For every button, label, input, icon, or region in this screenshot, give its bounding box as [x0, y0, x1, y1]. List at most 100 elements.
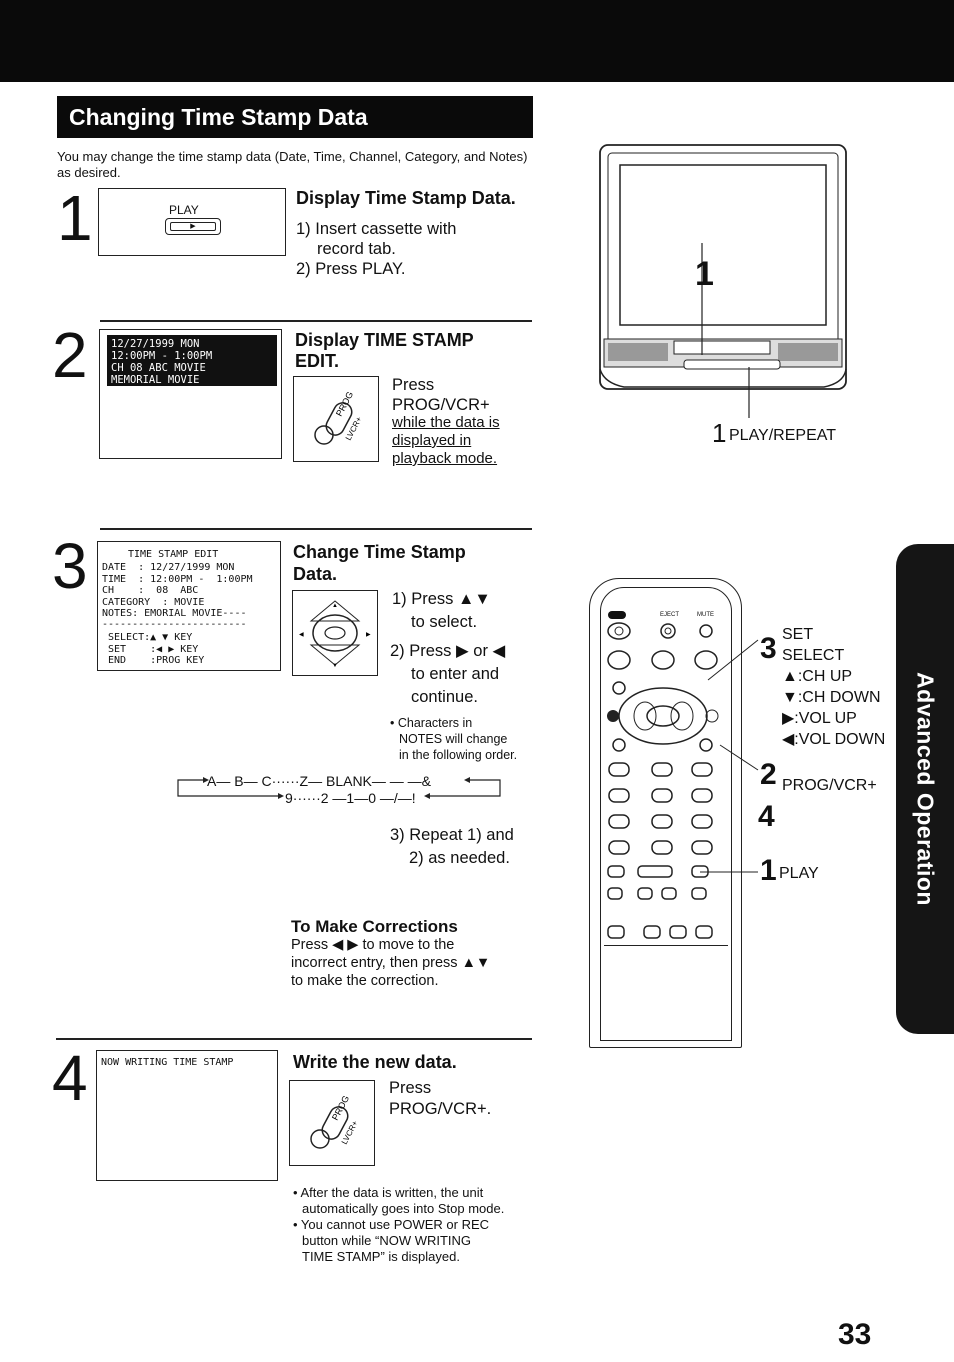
step2-heading2: EDIT.	[295, 351, 340, 371]
step1-play-panel: PLAY ▶	[98, 188, 286, 256]
intro-text: You may change the time stamp data (Date…	[57, 149, 528, 180]
play-triangle-icon: ▶	[170, 222, 216, 231]
step1-line1: 1) Insert cassette with	[296, 220, 457, 238]
step4-osd-screen: NOW WRITING TIME STAMP	[96, 1050, 278, 1181]
step1-line2: 2) Press PLAY.	[296, 260, 406, 278]
step4-press: Press	[389, 1079, 432, 1097]
svg-text:▼: ▼	[332, 663, 338, 669]
svg-text:▲: ▲	[332, 603, 338, 609]
callout-ch-up: ▲:CH UP	[782, 668, 853, 685]
step3-bullet3: in the following order.	[399, 748, 518, 762]
osd-line: DATE : 12/27/1999 MON	[102, 562, 235, 573]
step3-osd-screen: TIME STAMP EDIT DATE : 12/27/1999 MON TI…	[97, 541, 281, 671]
remote-tape-buttons	[607, 925, 713, 939]
step3-i2c: continue.	[411, 688, 478, 706]
power-button-icon	[608, 611, 626, 619]
prog-button-icon: PROG LVCR+	[314, 390, 364, 445]
side-tab-label: Advanced Operation	[912, 672, 939, 906]
play-repeat-label: PLAY/REPEAT	[729, 427, 836, 444]
svg-text:◀: ◀	[299, 632, 304, 638]
tv-vcr-illustration	[599, 144, 847, 418]
step1-number: 1	[57, 182, 93, 254]
step2-osd-screen: 12/27/1999 MON 12:00PM - 1:00PM CH 08 AB…	[99, 329, 282, 459]
step1-line1b: record tab.	[317, 240, 396, 258]
step4-b2c: TIME STAMP” is displayed.	[302, 1249, 460, 1264]
top-black-bar	[0, 0, 954, 82]
osd-line: NOTES: EMORIAL MOVIE----	[102, 608, 247, 619]
step3-i3b: 2) as needed.	[409, 849, 510, 867]
step3-i2a: 2) Press ▶ or ◀	[390, 642, 506, 660]
callout-prog-vcr: PROG/VCR+	[782, 777, 877, 794]
osd-line: TIME : 12:00PM - 1:00PM	[102, 573, 253, 585]
divider	[56, 1038, 532, 1040]
step3-i1b: to select.	[411, 613, 478, 631]
callout-1-num: 1	[760, 854, 777, 887]
osd-line: CH 08 ABC MOVIE	[111, 362, 206, 374]
step2-number: 2	[52, 319, 88, 391]
tv-callout-1: 1	[695, 255, 714, 293]
osd-title: TIME STAMP EDIT	[128, 549, 219, 560]
remote-divider	[604, 945, 728, 946]
osd-line: 12:00PM - 1:00PM	[111, 350, 213, 362]
step2-osd-black: 12/27/1999 MON 12:00PM - 1:00PM CH 08 AB…	[107, 335, 277, 386]
step3-bullet2: NOTES will change	[399, 732, 508, 746]
corrections-line1: Press ◀ ▶ to move to the	[291, 937, 455, 953]
step4-heading: Write the new data.	[293, 1052, 457, 1072]
step3-bullet1: • Characters in	[390, 716, 473, 730]
tv-bottom-num: 1	[712, 418, 727, 448]
osd-line: END :PROG KEY	[108, 655, 205, 666]
step2-press: Press	[392, 376, 435, 394]
step2-note2: displayed in	[392, 432, 472, 449]
callout-ch-down: ▼:CH DOWN	[782, 689, 881, 706]
step3-heading2: Data.	[293, 564, 338, 584]
dpad-icon: ▲ ▼ ◀ ▶	[299, 600, 371, 669]
callout-set: SET	[782, 626, 814, 643]
step4-button: PROG/VCR+.	[389, 1100, 492, 1118]
remote-inner	[600, 587, 732, 1041]
dpad-illustration: ▲ ▼ ◀ ▶	[292, 590, 378, 676]
step1-heading: Display Time Stamp Data.	[296, 188, 516, 208]
prog-button-icon: PROG LVCR+	[310, 1094, 360, 1149]
osd-line: SELECT:▲ ▼ KEY	[108, 632, 193, 643]
step4-b2b: button while “NOW WRITING	[302, 1233, 472, 1248]
divider	[100, 320, 532, 322]
corrections-line2: incorrect entry, then press ▲▼	[291, 955, 491, 971]
step4-b1a: • After the data is written, the unit	[293, 1185, 484, 1200]
lvcr-text: LVCR+	[344, 415, 364, 442]
osd-line: MEMORIAL MOVIE	[111, 374, 200, 386]
step4-b2a: • You cannot use POWER or REC	[293, 1217, 490, 1232]
step3-heading1: Change Time Stamp	[293, 542, 466, 562]
step2-note1: while the data is	[392, 414, 500, 431]
osd-line: NOW WRITING TIME STAMP	[101, 1057, 234, 1068]
step3-i3a: 3) Repeat 1) and	[390, 826, 514, 844]
play-button-illustration: ▶	[165, 218, 221, 235]
divider	[100, 528, 532, 530]
step3-i2b: to enter and	[411, 665, 500, 683]
callout-3-num: 3	[760, 632, 777, 665]
step3-number: 3	[52, 530, 88, 602]
corrections-line3: to make the correction.	[291, 973, 439, 989]
step2-note3: playback mode.	[392, 450, 498, 467]
prog-vcr-button-illustration: PROG LVCR+	[293, 376, 379, 462]
side-tab: Advanced Operation	[896, 544, 954, 1034]
osd-line: 12/27/1999 MON	[111, 338, 200, 350]
svg-text:▶: ▶	[366, 632, 371, 638]
section-title: Changing Time Stamp Data	[57, 96, 533, 138]
callout-vol-down: ◀:VOL DOWN	[782, 731, 886, 748]
character-sequence-arrows	[177, 777, 501, 799]
osd-line: SET :◀ ▶ KEY	[108, 643, 199, 655]
prog-vcr-button-illustration: PROG LVCR+	[289, 1080, 375, 1166]
callout-2-num: 2	[760, 758, 777, 791]
callout-play: PLAY	[779, 865, 819, 882]
step2-heading1: Display TIME STAMP	[295, 330, 474, 350]
remote-mute-label: MUTE	[697, 612, 714, 618]
step2-button: PROG/VCR+	[392, 396, 490, 414]
remote-body	[589, 578, 742, 1048]
callout-lines	[700, 639, 759, 873]
osd-line: CH : 08 ABC	[102, 585, 199, 596]
step4-b1b: automatically goes into Stop mode.	[302, 1201, 505, 1216]
callout-select: SELECT	[782, 647, 845, 664]
sequence-line2: 9······2 —1—0 —/—!	[285, 790, 416, 806]
step4-number: 4	[52, 1042, 88, 1114]
osd-line: CATEGORY : MOVIE	[102, 596, 205, 608]
